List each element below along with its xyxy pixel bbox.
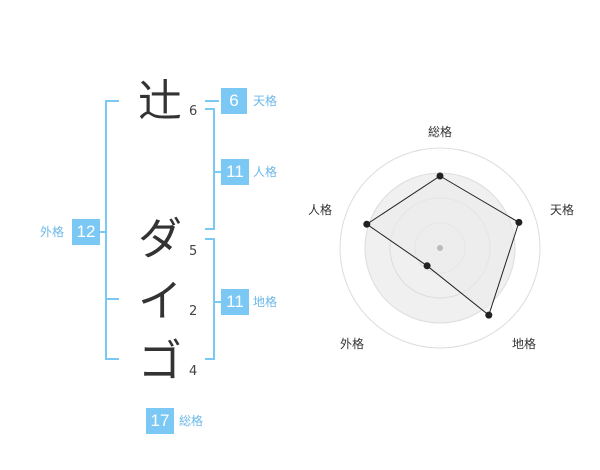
radar-points xyxy=(363,172,523,319)
radar-label-soukaku: 総格 xyxy=(428,125,453,139)
radar-label-tenkaku: 天格 xyxy=(550,203,575,217)
stroke-count-4: 4 xyxy=(189,364,198,379)
soukaku-label: 総格 xyxy=(179,414,204,428)
radar-point-2 xyxy=(515,218,523,226)
chikaku-value: 11 xyxy=(221,289,249,315)
jinkaku-bracket-bottom xyxy=(205,228,215,230)
gaikaku-bracket-mid xyxy=(105,298,119,300)
radar-point-1 xyxy=(436,172,444,180)
chikaku-bracket xyxy=(213,238,215,360)
gaikaku-bracket-bottom xyxy=(105,358,119,360)
tenkaku-value: 6 xyxy=(221,88,247,114)
gaikaku-connector xyxy=(98,231,106,233)
name-char-2: ダ xyxy=(138,214,182,265)
soukaku-value: 17 xyxy=(146,408,174,434)
chikaku-bracket-top xyxy=(205,238,215,240)
tenkaku-connector xyxy=(205,100,219,102)
jinkaku-connector xyxy=(213,171,221,173)
jinkaku-bracket xyxy=(213,108,215,230)
tenkaku-label: 天格 xyxy=(253,94,278,108)
name-char-1: 辻 xyxy=(138,76,182,127)
radar-label-jinkaku: 人格 xyxy=(308,203,333,217)
jinkaku-value: 11 xyxy=(221,159,249,185)
radar-shape xyxy=(365,175,520,316)
stroke-count-1: 6 xyxy=(189,104,198,119)
chikaku-connector xyxy=(213,301,221,303)
name-char-4: ゴ xyxy=(138,336,182,387)
jinkaku-bracket-top xyxy=(205,108,215,110)
radar-label-chikaku: 地格 xyxy=(512,337,537,351)
radar-point-3 xyxy=(485,311,493,319)
gaikaku-label: 外格 xyxy=(40,225,65,239)
chikaku-label: 地格 xyxy=(253,295,278,309)
gaikaku-bracket-top xyxy=(105,100,119,102)
chikaku-bracket-bottom xyxy=(205,358,215,360)
jinkaku-label: 人格 xyxy=(253,165,278,179)
radar-ring xyxy=(339,147,541,349)
gaikaku-bracket xyxy=(105,100,107,360)
name-char-3: イ xyxy=(138,276,182,327)
radar-point-4 xyxy=(423,262,431,270)
stroke-count-3: 2 xyxy=(189,304,198,319)
radar-label-gaikaku: 外格 xyxy=(340,337,365,351)
gaikaku-value: 12 xyxy=(72,219,100,245)
stroke-count-2: 5 xyxy=(189,244,198,259)
radar-point-5 xyxy=(363,220,371,228)
radar-center-dot xyxy=(437,245,443,251)
